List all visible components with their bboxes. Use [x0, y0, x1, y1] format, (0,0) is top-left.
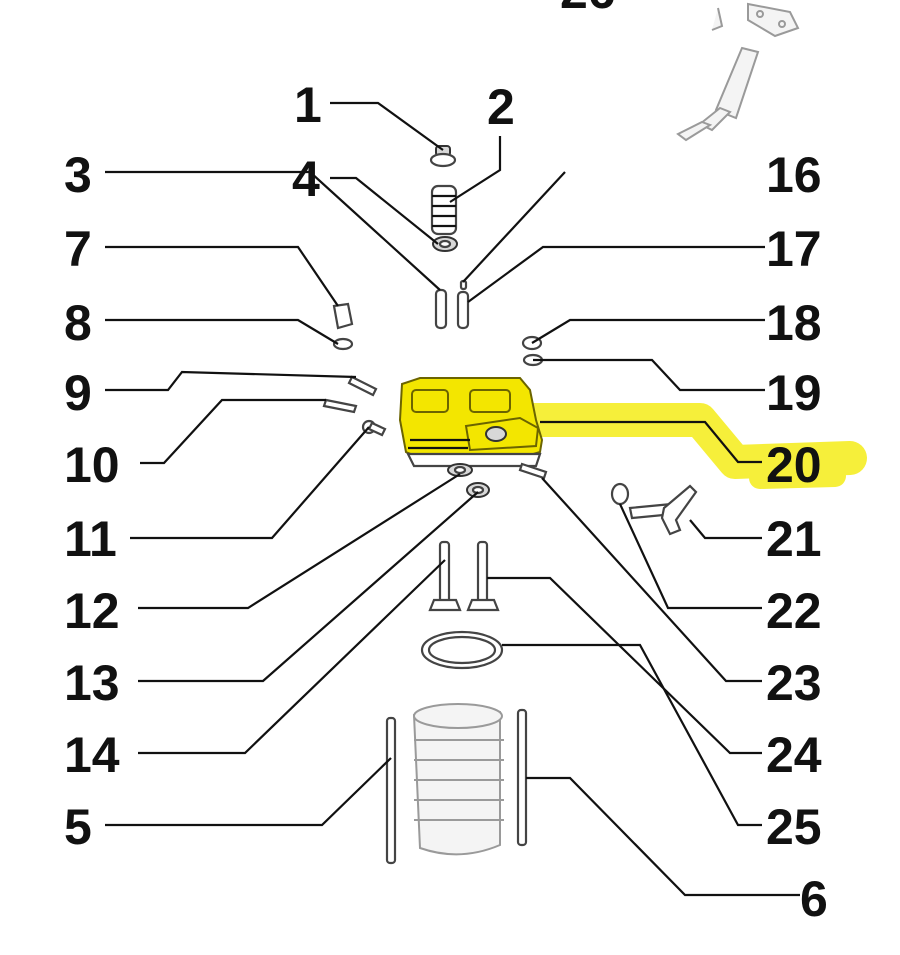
callout-26: 26 — [560, 0, 616, 19]
part-17-dowel-pin[interactable] — [456, 290, 470, 330]
callout-17: 17 — [766, 221, 822, 277]
leader-lines — [105, 101, 800, 897]
callout-16: 16 — [766, 147, 822, 203]
cylinder-barrel — [412, 703, 504, 856]
part-20-cylinder-head[interactable] — [398, 377, 544, 468]
part-4-spring-seat[interactable] — [432, 236, 458, 252]
callout-18: 18 — [766, 295, 822, 351]
callout-13: 13 — [64, 655, 120, 711]
part-7-cap-nut[interactable] — [332, 302, 354, 330]
part-25-gasket[interactable] — [420, 630, 504, 670]
part-3-dowel-pin[interactable] — [434, 288, 448, 330]
callout-20: 20 — [766, 437, 822, 493]
part-8-washer[interactable] — [332, 337, 354, 351]
part-26-linkage[interactable] — [676, 2, 800, 142]
callout-7: 7 — [64, 221, 92, 277]
part-2-valve-spring[interactable] — [430, 184, 458, 236]
callout-14: 14 — [64, 727, 120, 783]
callout-10: 10 — [64, 437, 120, 493]
part-6-long-stud[interactable] — [516, 708, 528, 847]
part-5-long-stud[interactable] — [385, 716, 397, 865]
callout-11: 11 — [64, 511, 117, 567]
callout-2: 2 — [487, 79, 515, 135]
callout-8: 8 — [64, 295, 92, 351]
callout-4: 4 — [292, 151, 320, 207]
part-11-bolt[interactable] — [361, 419, 387, 437]
highlight-band — [503, 403, 867, 489]
part-24-valve[interactable] — [466, 540, 500, 612]
callout-3: 3 — [64, 147, 92, 203]
callout-24: 24 — [766, 727, 822, 783]
part-13-valve-seat[interactable] — [466, 482, 490, 498]
part-10-stud[interactable] — [322, 398, 358, 414]
callout-21: 21 — [766, 511, 822, 567]
callout-19: 19 — [766, 365, 822, 421]
part-22-washer[interactable] — [610, 482, 630, 506]
callout-6: 6 — [800, 871, 828, 927]
part-9-stud[interactable] — [347, 375, 378, 397]
part-23-stud[interactable] — [518, 462, 548, 480]
callout-22: 22 — [766, 583, 822, 639]
callout-12: 12 — [64, 583, 120, 639]
callout-1: 1 — [294, 77, 322, 133]
part-21-lever[interactable] — [628, 484, 698, 536]
callout-9: 9 — [64, 365, 92, 421]
part-12-valve-seat[interactable] — [447, 463, 473, 477]
callout-5: 5 — [64, 799, 92, 855]
callout-25: 25 — [766, 799, 822, 855]
part-14-valve[interactable] — [428, 540, 462, 612]
callout-labels: 26 1 2 3 4 16 7 17 8 18 9 19 10 20 11 21… — [64, 0, 828, 927]
callout-23: 23 — [766, 655, 822, 711]
